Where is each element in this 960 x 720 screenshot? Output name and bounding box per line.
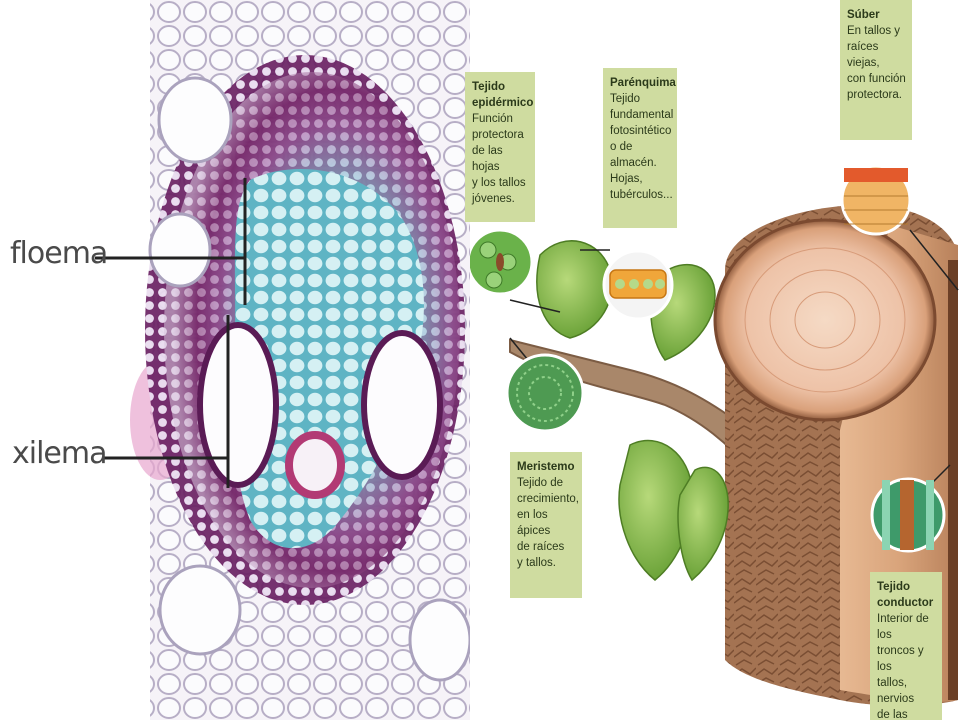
- floema-label: floema: [10, 236, 108, 271]
- suber-pointer: [909, 229, 959, 291]
- callout-meristemo: Meristemo Tejido de crecimiento, en los …: [510, 452, 582, 598]
- epidermis-zoom: [470, 228, 534, 296]
- microscopy-panel: [0, 0, 470, 720]
- callout-body: Función protectora de las hojas y los ta…: [472, 113, 526, 205]
- callout-title: Tejido epidérmico: [472, 81, 534, 109]
- callout-body: Tejido de crecimiento, en los ápices de …: [517, 477, 579, 569]
- callout-title: Parénquima: [610, 77, 676, 89]
- callout-body: En tallos y raíces viejas, con función p…: [847, 25, 906, 101]
- leaf: [536, 240, 613, 339]
- ring: [744, 247, 906, 393]
- outer-cell: [408, 598, 470, 682]
- callout-suber: Súber En tallos y raíces viejas, con fun…: [840, 0, 912, 140]
- meristemo-zoom: [505, 353, 585, 433]
- epidermico-pointer: [509, 299, 561, 313]
- ring: [769, 269, 881, 371]
- bark-edge: [948, 260, 958, 700]
- outer-cell: [148, 212, 212, 288]
- callout-title: Tejido conductor: [877, 581, 934, 609]
- callout-tejido-epidermico: Tejido epidérmico Función protectora de …: [465, 72, 535, 222]
- xylem-vessel-left: [197, 322, 279, 488]
- suber-zoom: [840, 164, 912, 236]
- blank-margin: [0, 0, 150, 720]
- meristemo-pointer: [509, 337, 529, 361]
- callout-title: Súber: [847, 9, 880, 21]
- xylem-vessel-center: [285, 431, 345, 499]
- outer-cell: [158, 564, 242, 656]
- xilema-label: xilema: [12, 436, 107, 471]
- leaf: [677, 466, 729, 582]
- xylem-vessel-right: [361, 330, 443, 480]
- callout-parenquima: Parénquima Tejido fundamental fotosintét…: [603, 68, 677, 228]
- callout-tejido-conductor: Tejido conductor Interior de los troncos…: [870, 572, 942, 720]
- parenquima-zoom: [602, 249, 674, 321]
- outer-cell: [157, 76, 233, 164]
- callout-body: Interior de los troncos y los tallos, ne…: [877, 613, 929, 720]
- callout-body: Tejido fundamental fotosintético o de al…: [610, 93, 674, 201]
- growth-rings: [713, 218, 937, 422]
- ring: [794, 291, 856, 349]
- callout-title: Meristemo: [517, 461, 575, 473]
- conductor-zoom: [870, 477, 946, 553]
